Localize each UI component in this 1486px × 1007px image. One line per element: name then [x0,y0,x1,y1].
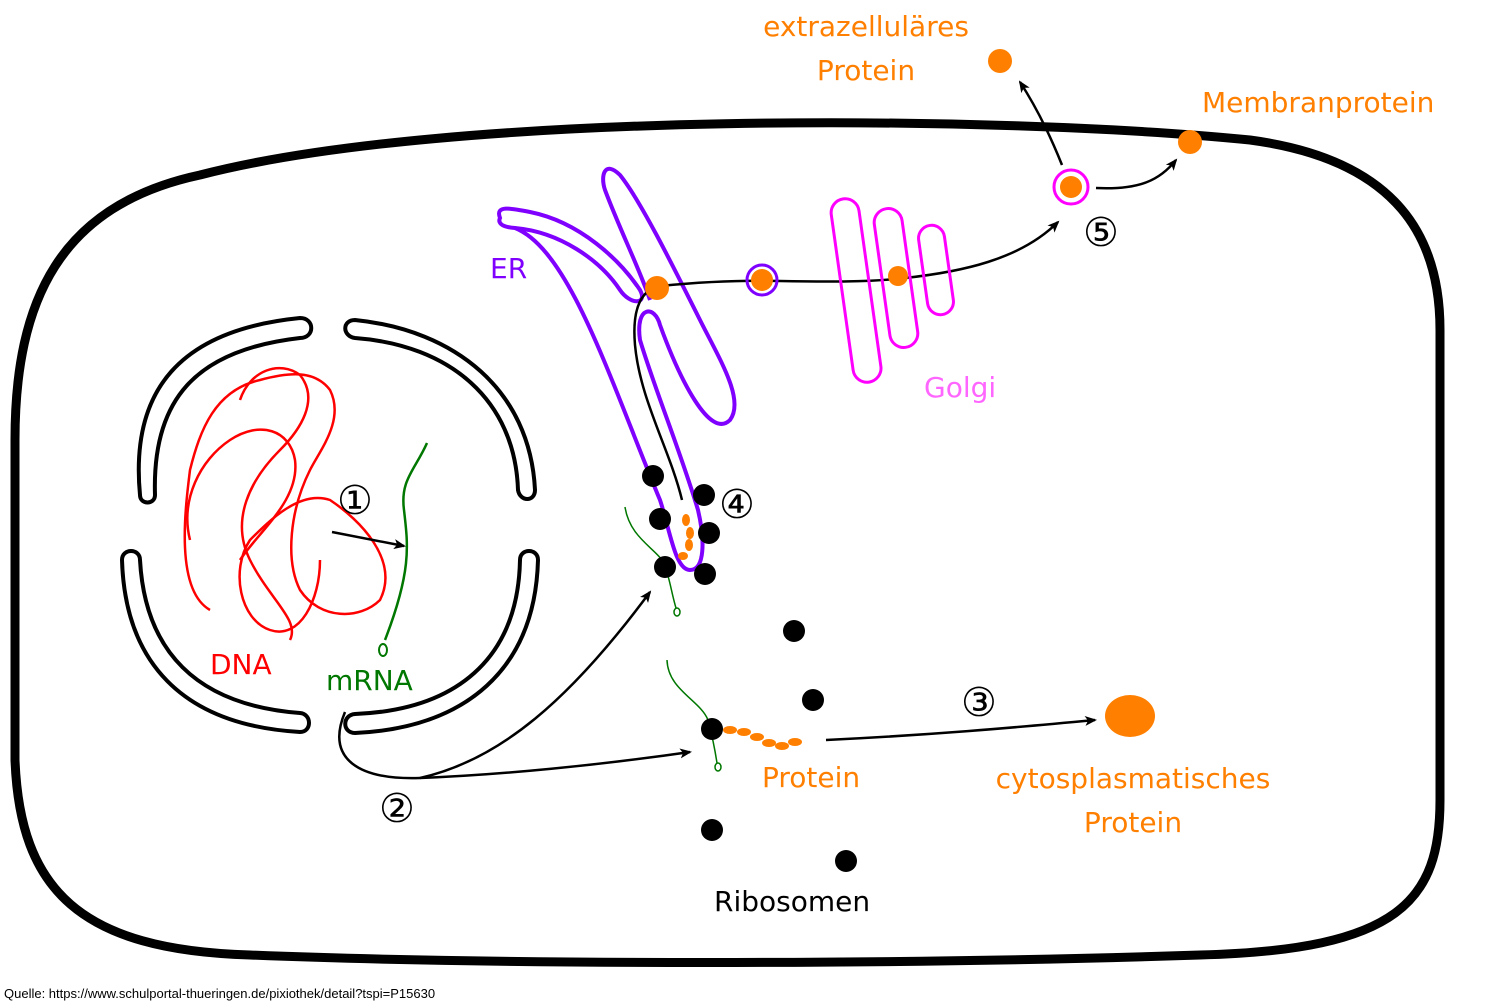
step-5-marker: ⑤ [1083,210,1119,256]
step-1-marker: ① [337,478,373,524]
arrow-mrna-export [338,711,692,780]
er-polypeptide [678,514,694,560]
step-3-marker: ③ [961,680,997,726]
transport-path [633,220,1060,501]
protein-cytoplasmic [1105,695,1155,737]
step-2-marker: ② [379,786,415,832]
label-er: ER [490,252,527,285]
label-membrane-protein: Membranprotein [1202,86,1434,119]
arrow-cytoplasmic [825,715,1097,742]
arrow-exocytosis [1018,80,1064,166]
label-protein: Protein [762,761,860,794]
mrna-free [666,659,718,764]
mrna-strand [383,442,429,641]
mrna-cap [714,762,722,772]
endoplasmic-reticulum [497,166,737,573]
protein-vesicle-golgi [1060,176,1082,198]
nuclear-envelope [119,315,541,736]
source-caption: Quelle: https://www.schulportal-thuering… [4,986,436,1001]
mrna-cap [673,607,681,617]
label-mrna: mRNA [326,664,413,697]
arrow-to-er [419,590,652,780]
cell-membrane [10,118,1445,967]
ribosomes [701,620,857,872]
mrna-cap [378,643,388,657]
golgi-apparatus [829,197,955,384]
arrow-transcription [331,530,406,549]
protein-extracellular [988,49,1012,73]
er-ribosomes [642,465,720,585]
free-polypeptide [723,726,802,750]
dna-strand [183,366,387,641]
label-ribosomes: Ribosomen [714,885,870,918]
label-cytoplasmic-1: cytosplasmatisches [996,762,1271,795]
arrow-to-membrane [1095,158,1178,190]
step-4-marker: ④ [719,482,755,528]
free-ribosome [701,718,723,740]
protein-membrane [1178,130,1202,154]
protein-vesicle-er [751,269,773,291]
label-extracellular-2: Protein [817,54,915,87]
label-dna: DNA [210,648,272,681]
label-extracellular-1: extrazelluläres [763,10,969,43]
protein-golgi [888,266,908,286]
vesicle-golgi [1052,168,1090,206]
label-golgi: Golgi [924,371,996,404]
vesicle-er [745,263,779,297]
protein-er-exit [645,276,669,300]
label-cytoplasmic-2: Protein [1084,806,1182,839]
